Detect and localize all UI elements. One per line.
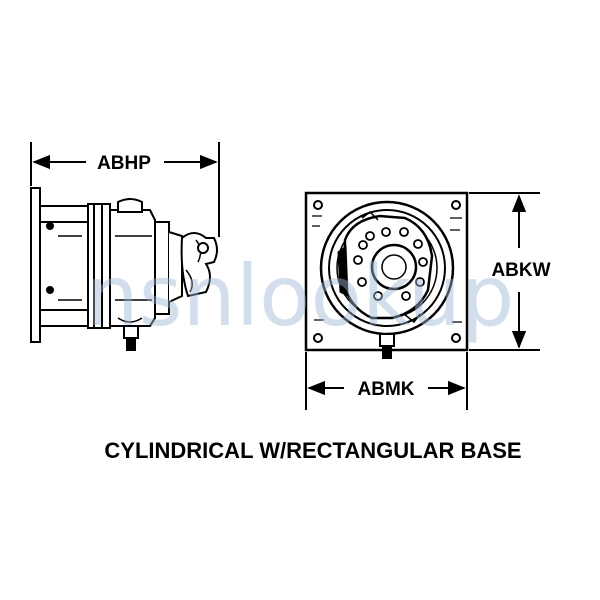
contact-pins <box>353 227 428 301</box>
mounting-hole <box>451 333 461 343</box>
side-flange <box>30 187 41 343</box>
mounting-hole <box>451 200 461 210</box>
dimension-label-abmk: ABMK <box>358 379 415 400</box>
dimension-abkw <box>469 192 540 351</box>
side-view <box>30 187 218 351</box>
side-coupling-nut <box>109 209 156 327</box>
figure-caption: CYLINDRICAL W/RECTANGULAR BASE <box>104 438 521 463</box>
dimension-label-abkw: ABKW <box>491 260 550 281</box>
dimension-abmk <box>305 352 468 410</box>
dimension-abhp <box>30 142 220 237</box>
front-center-hub <box>370 243 418 291</box>
watermark: nsnlookup <box>86 247 515 345</box>
mounting-hole <box>313 200 323 210</box>
mounting-hole <box>313 333 323 343</box>
front-view <box>304 191 469 359</box>
dimension-label-abhp: ABHP <box>97 153 151 174</box>
